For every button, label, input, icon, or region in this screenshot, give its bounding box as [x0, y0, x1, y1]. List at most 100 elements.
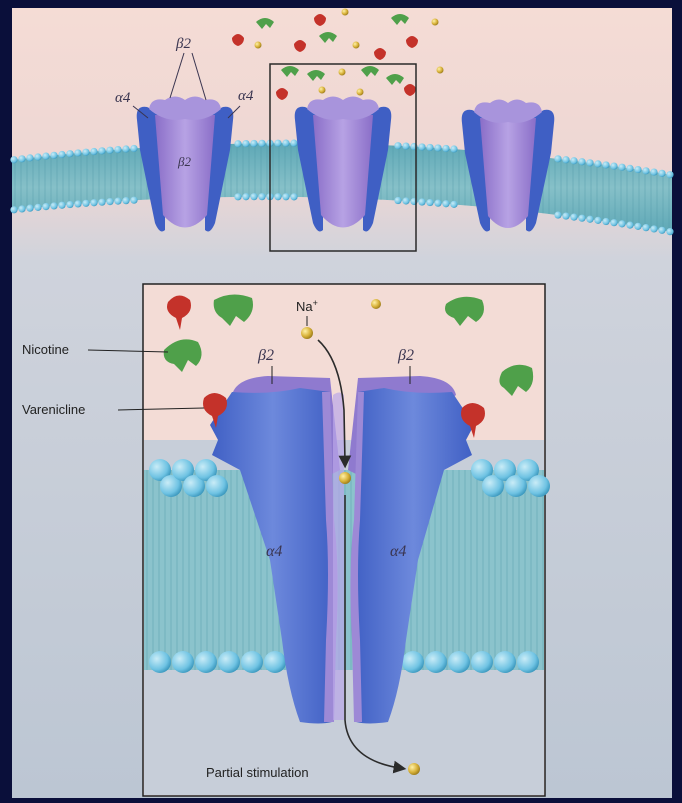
lipid-head [450, 145, 457, 152]
sodium-ion-icon [432, 19, 439, 26]
lipid-head [42, 203, 49, 210]
label-nicotine: Nicotine [22, 342, 69, 357]
lipid-head [618, 164, 625, 171]
lipid-head [250, 193, 257, 200]
sodium-ion-icon [342, 9, 349, 16]
lipid-head [658, 227, 665, 234]
lipid-head [122, 197, 129, 204]
lipid-head [602, 218, 609, 225]
lipid-head [426, 144, 433, 151]
lipid-head [471, 651, 493, 673]
lipid-head [402, 197, 409, 204]
sodium-ion-icon [357, 89, 364, 96]
lipid-head [434, 144, 441, 151]
lipid-head [274, 193, 281, 200]
lipid-head [666, 228, 673, 235]
lipid-head [258, 140, 265, 147]
lipid-head [618, 220, 625, 227]
lipid-head [554, 155, 561, 162]
lipid-head [442, 145, 449, 152]
lipid-head [149, 651, 171, 673]
lipid-head [658, 170, 665, 177]
lipid-head [66, 150, 73, 157]
sodium-ion-icon [339, 69, 346, 76]
lipid-head [74, 149, 81, 156]
lipid-head [426, 199, 433, 206]
label-alpha4-inset-right: α4 [390, 543, 406, 560]
lipid-head [58, 202, 65, 209]
lipid-head [418, 198, 425, 205]
lipid-head [10, 206, 17, 213]
lipid-head [594, 160, 601, 167]
lipid-head [554, 211, 561, 218]
sodium-ion-icon [437, 67, 444, 74]
lipid-head [610, 162, 617, 169]
lipid-head [195, 651, 217, 673]
lipid-head [394, 197, 401, 204]
label-beta2-inset-left: β2 [257, 347, 274, 364]
label-partial-stimulation: Partial stimulation [206, 765, 309, 780]
lipid-head [106, 198, 113, 205]
lipid-head [50, 152, 57, 159]
lipid-head [425, 651, 447, 673]
lipid-head [90, 199, 97, 206]
lipid-head [626, 222, 633, 229]
lipid-head [650, 168, 657, 175]
label-alpha4-left: α4 [115, 90, 131, 106]
lipid-head [402, 651, 424, 673]
lipid-head [130, 145, 137, 152]
lipid-head [242, 193, 249, 200]
lipid-head [242, 140, 249, 147]
lipid-head [282, 193, 289, 200]
lipid-head [650, 225, 657, 232]
lipid-head [258, 193, 265, 200]
label-beta2-center: β2 [177, 154, 191, 169]
lipid-head [241, 651, 263, 673]
lipid-head [58, 151, 65, 158]
lipid-head [517, 651, 539, 673]
lipid-head [114, 198, 121, 205]
lipid-head [26, 205, 33, 212]
lipid-head [172, 651, 194, 673]
lipid-head [66, 201, 73, 208]
label-beta2-top: β2 [175, 36, 191, 52]
label-alpha4-inset-left: α4 [266, 543, 282, 560]
lipid-head [250, 140, 257, 147]
lipid-head [290, 140, 297, 147]
lipid-head [562, 156, 569, 163]
lipid-head [442, 200, 449, 207]
sodium-ion-icon [353, 42, 360, 49]
lipid-head [626, 165, 633, 172]
lipid-head [602, 161, 609, 168]
lipid-head [234, 140, 241, 147]
lipid-head [666, 171, 673, 178]
lipid-head [448, 651, 470, 673]
lipid-head [206, 475, 228, 497]
lipid-head [74, 200, 81, 207]
lipid-head [98, 147, 105, 154]
lipid-head [586, 216, 593, 223]
lipid-head [586, 159, 593, 166]
lipid-head [528, 475, 550, 497]
inset-panel [143, 284, 550, 796]
lipid-head [50, 202, 57, 209]
lipid-head [634, 223, 641, 230]
lipid-head [264, 651, 286, 673]
lipid-head [18, 205, 25, 212]
label-alpha4-right: α4 [238, 88, 254, 104]
lipid-head [282, 140, 289, 147]
label-beta2-inset-right: β2 [397, 347, 414, 364]
lipid-head [130, 197, 137, 204]
lipid-head [34, 204, 41, 211]
lipid-head [578, 215, 585, 222]
sodium-ion-icon [255, 42, 262, 49]
lipid-head [642, 224, 649, 231]
lipid-head [34, 153, 41, 160]
lipid-head [562, 212, 569, 219]
lipid-head [450, 201, 457, 208]
lipid-head [594, 217, 601, 224]
lipid-head [570, 214, 577, 221]
lipid-head [114, 146, 121, 153]
lipid-head [642, 167, 649, 174]
